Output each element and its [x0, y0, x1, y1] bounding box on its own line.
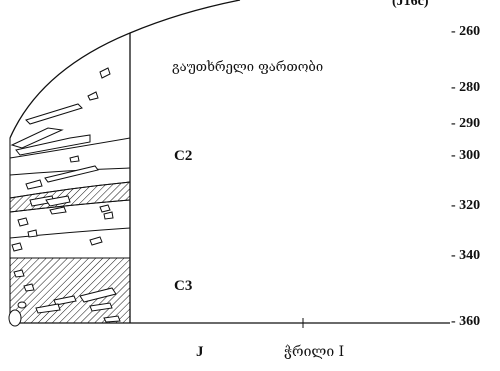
depth-tick-label: - 340	[451, 248, 481, 263]
depth-tick-label: - 280	[451, 80, 481, 95]
unexcavated-area-label: გაუთხრელი ფართობი	[172, 60, 324, 75]
layer-c3-label: C3	[174, 278, 193, 294]
depth-tick-label: - 320	[451, 198, 481, 213]
stone-inclusions	[8, 67, 121, 327]
stone-inclusions	[45, 195, 71, 207]
layer-boundary	[9, 227, 131, 239]
square-code-label: (J16c)	[392, 0, 429, 9]
square-label: J	[196, 344, 204, 360]
depth-tick-label: - 290	[451, 116, 481, 131]
depth-tick-label: - 300	[451, 148, 481, 163]
section-label: ჭრილი I	[284, 344, 345, 360]
layer-c2-label: C2	[174, 148, 193, 164]
layer-boundary	[9, 167, 131, 176]
depth-tick-label: - 360	[451, 314, 481, 329]
layer-boundary	[9, 137, 131, 159]
depth-tick-label: - 260	[451, 24, 481, 39]
